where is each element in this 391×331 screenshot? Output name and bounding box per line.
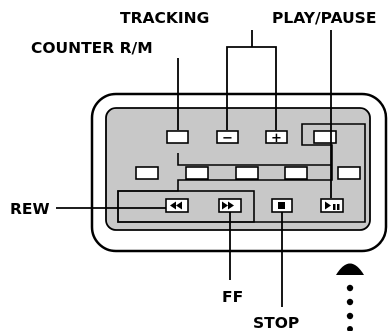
play-pause-icon xyxy=(325,201,331,210)
dot-icon xyxy=(347,326,353,331)
fast-forward-icon xyxy=(222,201,234,210)
counter-rm-button[interactable] xyxy=(166,130,189,144)
rew-ff-group-outline xyxy=(117,190,255,223)
stop-button[interactable] xyxy=(271,198,293,213)
button-group-outline xyxy=(117,123,366,223)
rew-button[interactable] xyxy=(165,198,189,213)
dot-icon xyxy=(346,312,354,320)
row2-button-4[interactable] xyxy=(284,166,308,180)
tracking-plus-symbol: + xyxy=(271,131,282,146)
tracking-plus-button[interactable] xyxy=(265,130,288,144)
label-ff: FF xyxy=(222,288,243,306)
row2-button-2[interactable] xyxy=(185,166,209,180)
play-pause-button[interactable] xyxy=(320,198,344,213)
tracking-minus-button[interactable] xyxy=(216,130,239,144)
rewind-icon xyxy=(170,201,182,210)
top-right-button[interactable] xyxy=(313,130,337,144)
tracking-minus-symbol: − xyxy=(222,131,233,146)
row2-button-5[interactable] xyxy=(337,166,361,180)
label-rew: REW xyxy=(10,200,50,218)
label-tracking: TRACKING xyxy=(120,9,209,27)
stop-icon xyxy=(278,202,285,209)
label-counter-rm: COUNTER R/M xyxy=(31,39,153,57)
dot-icon xyxy=(346,284,354,292)
leader-lines xyxy=(56,30,332,307)
row2-button-1[interactable] xyxy=(135,166,159,180)
label-play-pause: PLAY/PAUSE xyxy=(272,9,376,27)
dot-icon xyxy=(346,298,354,306)
row2-button-3[interactable] xyxy=(235,166,259,180)
direction-arrow-icon xyxy=(336,263,364,275)
label-stop: STOP xyxy=(253,314,299,331)
ff-button[interactable] xyxy=(218,198,242,213)
